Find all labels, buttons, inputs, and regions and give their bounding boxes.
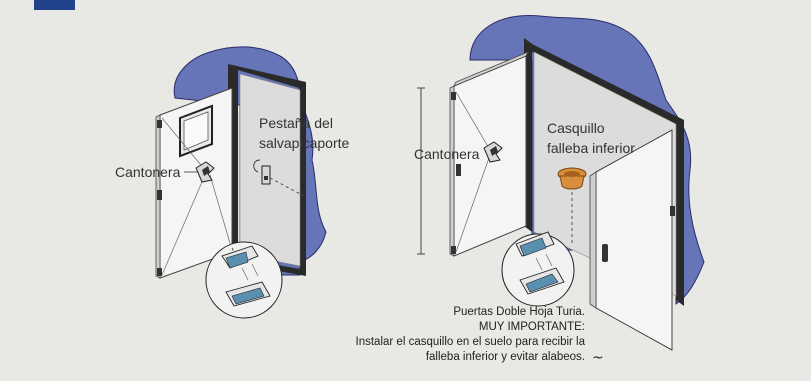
right-cantonera-label: Cantonera	[414, 146, 480, 162]
left-cantonera-icon	[195, 161, 215, 183]
left-latch-guard-icon	[253, 159, 271, 185]
left-pestana-label: Pestaña del salvapicaporte	[259, 115, 350, 151]
left-cantonera-label: Cantonera	[115, 164, 181, 180]
corner-badge	[34, 0, 75, 10]
caption-line-2: MUY IMPORTANTE:	[478, 321, 585, 333]
left-door-assembly	[155, 46, 327, 319]
right-frame	[524, 38, 684, 128]
left-detail-zoom	[205, 241, 283, 319]
bushing-icon	[557, 167, 587, 190]
right-casquillo-label: Casquillo falleba inferior	[547, 120, 635, 156]
caption-line-3: Instalar el casquillo en el suelo para r…	[355, 336, 585, 348]
right-cantonera-icon	[483, 141, 503, 163]
right-door-assembly	[417, 14, 705, 351]
caption-line-1: Puertas Doble Hoja Turia.	[453, 306, 585, 318]
caption-block: Puertas Doble Hoja Turia. MUY IMPORTANTE…	[356, 305, 585, 365]
tilde-mark-icon: ~	[592, 350, 604, 366]
caption-line-4: falleba inferior y evitar alabeos.	[425, 351, 585, 363]
right-detail-zoom	[501, 231, 575, 307]
